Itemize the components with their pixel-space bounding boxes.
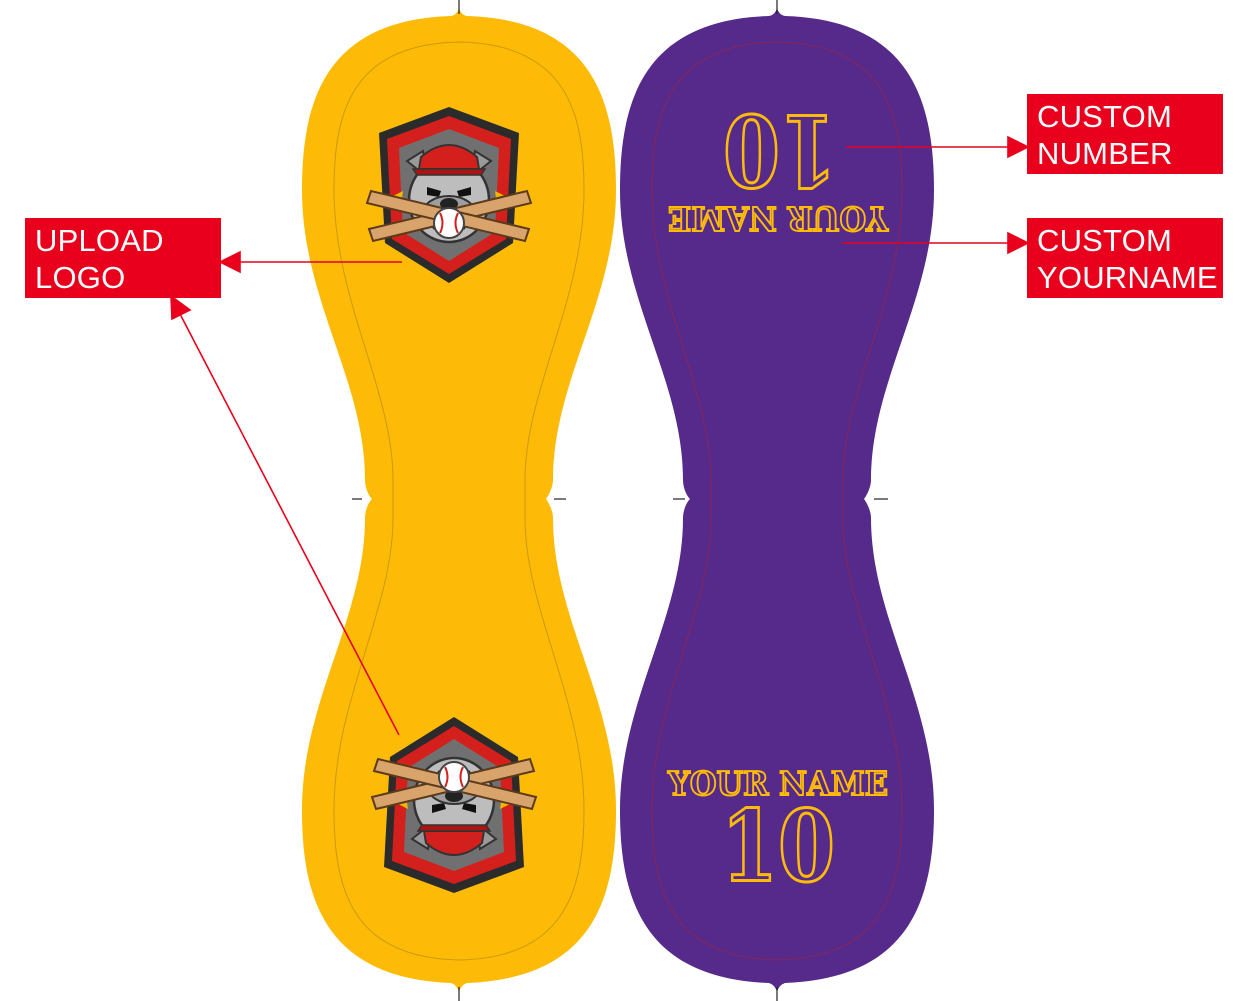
custom-yourname-line2: YOURNAME (1037, 260, 1218, 295)
upload-logo-line2: LOGO (35, 260, 126, 295)
gold-piece (302, 8, 616, 992)
custom-yourname-line1: CUSTOM (1037, 223, 1172, 258)
upload-logo-line1: UPLOAD (35, 223, 164, 258)
purple-piece-safe-line (651, 41, 903, 961)
top-name[interactable]: YOUR NAME (667, 198, 890, 239)
custom-number-line1: CUSTOM (1037, 99, 1172, 134)
purple-piece-shape (620, 8, 934, 992)
custom-number-callout[interactable]: CUSTOM NUMBER (1027, 94, 1223, 174)
bottom-number[interactable]: 10 (720, 788, 837, 906)
registration-marks (352, 0, 888, 1001)
custom-number-line2: NUMBER (1037, 136, 1173, 171)
bottom-name[interactable]: YOUR NAME (666, 763, 889, 804)
custom-yourname-callout[interactable]: CUSTOM YOURNAME (1027, 218, 1223, 298)
top-number[interactable]: 10 (722, 90, 839, 208)
purple-piece (620, 8, 934, 992)
upload-logo-callout[interactable]: UPLOAD LOGO (25, 218, 221, 298)
gold-piece-shape (302, 8, 616, 992)
gold-piece-safe-line (333, 41, 585, 961)
callout-arrows (170, 135, 1030, 736)
